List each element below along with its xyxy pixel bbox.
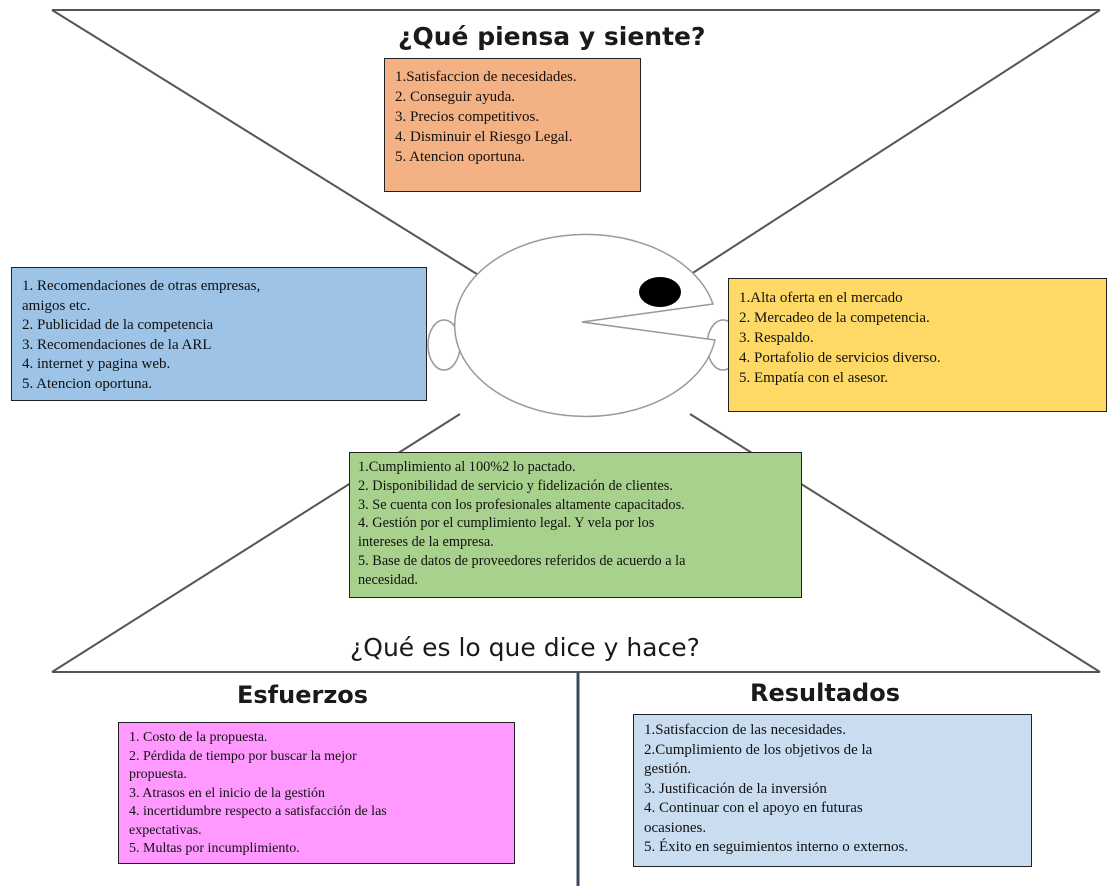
head-shape	[453, 233, 716, 418]
gains-item: 5. Éxito en seguimientos interno o exter…	[644, 839, 909, 855]
think-feel-item: 5. Atencion oportuna.	[395, 149, 525, 165]
hear-item: 1. Recomendaciones de otras empresas,	[22, 278, 261, 294]
heading-gains: Resultados	[750, 679, 900, 707]
hear-item: 3. Recomendaciones de la ARL	[22, 336, 212, 353]
gains-box: 1.Satisfaccion de las necesidades. 2.Cum…	[633, 714, 1032, 867]
say-do-item: 1.Cumplimiento al 100%2 lo pactado.	[358, 459, 576, 475]
say-do-item: necesidad.	[358, 571, 418, 588]
see-item: 1.Alta oferta en el mercado	[739, 290, 903, 306]
diagonal-top-left	[51, 9, 481, 277]
think-feel-item: 4. Disminuir el Riesgo Legal.	[395, 129, 573, 145]
see-item: 5. Empatía con el asesor.	[739, 370, 889, 386]
gains-item: 3. Justificación de la inversión	[644, 780, 827, 797]
hear-item: 5. Atencion oportuna.	[22, 375, 152, 392]
hear-box: 1. Recomendaciones de otras empresas, am…	[11, 267, 427, 401]
say-do-box: 1.Cumplimiento al 100%2 lo pactado. 2. D…	[349, 452, 802, 598]
hear-item: 2. Publicidad de la competencia	[22, 317, 214, 333]
say-do-item: 4. Gestión por el cumplimiento legal. Y …	[358, 515, 655, 532]
diagonal-top-right	[687, 9, 1101, 277]
pains-item: 2. Pérdida de tiempo por buscar la mejor	[129, 748, 357, 764]
pains-box: 1. Costo de la propuesta. 2. Pérdida de …	[118, 722, 515, 864]
gains-item: 4. Continuar con el apoyo en futuras	[644, 800, 863, 816]
think-feel-box: 1.Satisfaccion de necesidades. 2. Conseg…	[384, 58, 641, 192]
think-feel-item: 1.Satisfaccion de necesidades.	[395, 69, 577, 85]
pains-item: propuesta.	[129, 767, 187, 782]
pains-item: expectativas.	[129, 822, 202, 838]
pains-item: 1. Costo de la propuesta.	[129, 730, 268, 745]
heading-pains: Esfuerzos	[237, 681, 369, 709]
say-do-item: 2. Disponibilidad de servicio y fideliza…	[358, 477, 673, 494]
see-item: 3. Respaldo.	[739, 330, 814, 346]
head-eye	[639, 277, 681, 307]
hear-item: 4. internet y pagina web.	[22, 356, 171, 372]
pains-item: 4. incertidumbre respecto a satisfacción…	[129, 804, 387, 819]
say-do-item: 3. Se cuenta con los profesionales altam…	[358, 496, 685, 513]
say-do-item: 5. Base de datos de proveedores referido…	[358, 552, 686, 569]
pains-item: 5. Multas por incumplimiento.	[129, 841, 300, 856]
heading-say-do: ¿Qué es lo que dice y hace?	[350, 633, 700, 662]
think-feel-item: 2. Conseguir ayuda.	[395, 89, 515, 105]
think-feel-item: 3. Precios competitivos.	[395, 109, 540, 125]
gains-item: 2.Cumplimiento de los objetivos de la	[644, 741, 873, 758]
gains-item: ocasiones.	[644, 819, 707, 836]
hear-item: amigos etc.	[22, 297, 91, 314]
heading-think-feel: ¿Qué piensa y siente?	[398, 22, 706, 51]
gains-item: gestión.	[644, 761, 692, 777]
see-item: 4. Portafolio de servicios diverso.	[739, 350, 941, 366]
say-do-item: intereses de la empresa.	[358, 534, 494, 551]
pains-item: 3. Atrasos en el inicio de la gestión	[129, 785, 325, 801]
see-box: 1.Alta oferta en el mercado 2. Mercadeo …	[728, 278, 1107, 412]
see-item: 2. Mercadeo de la competencia.	[739, 310, 930, 326]
gains-item: 1.Satisfaccion de las necesidades.	[644, 722, 847, 738]
